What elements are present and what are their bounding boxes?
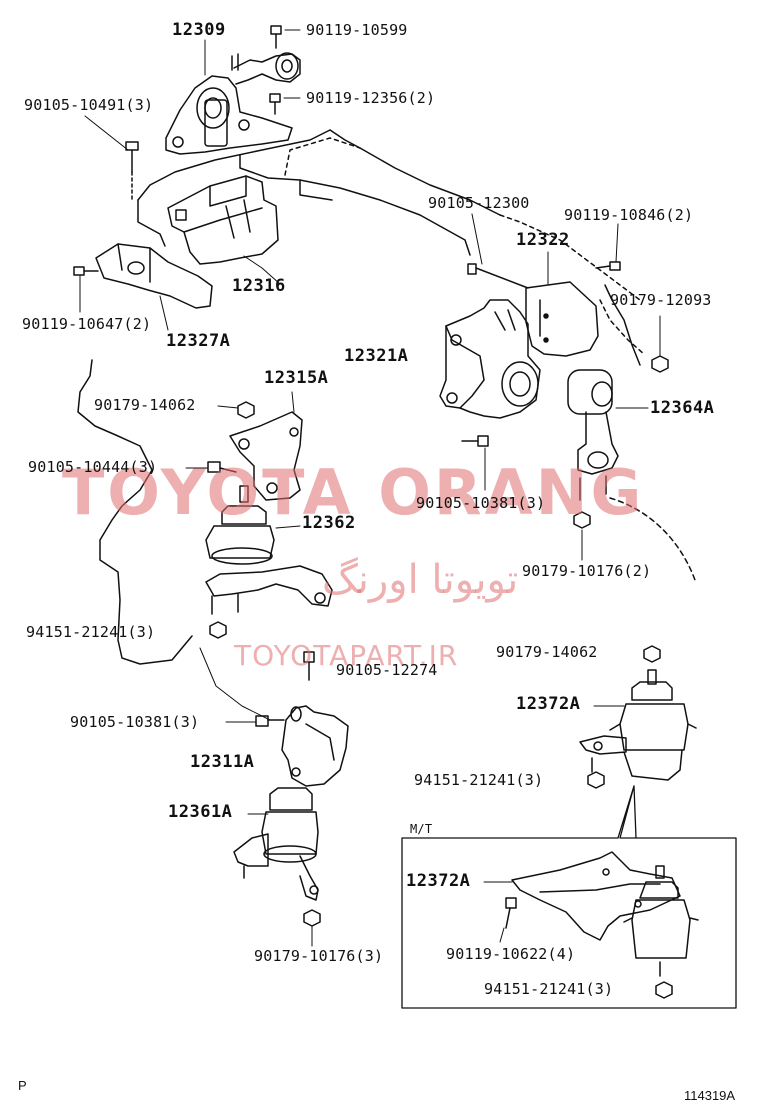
nut-90179-14062-right [643, 645, 661, 663]
watermark-persian: تويوتا اورنگ [322, 557, 519, 603]
nut-90179-12093 [651, 315, 669, 373]
label-12372A-inset: 12372A [406, 871, 471, 891]
label-12315A: 12315A [264, 368, 329, 388]
engine-left-outline [77, 359, 193, 665]
label-90119-10647: 90119-10647(2) [22, 315, 152, 333]
label-94151-21241-left: 94151-21241(3) [26, 623, 156, 641]
label-12362: 12362 [302, 513, 356, 533]
footer-figure-code: 114319A [684, 1088, 736, 1103]
bolt-90119-10622 [499, 897, 517, 943]
bolt-90105-10381-right [461, 435, 489, 491]
label-12316: 12316 [232, 276, 286, 296]
nut-94151-21241-inset [655, 981, 673, 999]
bolt-90119-10647 [73, 266, 99, 313]
bracket-12316 [167, 175, 281, 285]
label-90179-14062-left: 90179-14062 [94, 396, 196, 414]
bolt-90105-10491 [84, 115, 139, 201]
bracket-12321A [439, 299, 541, 419]
mount-12372A-inset [483, 851, 699, 977]
label-12364A: 12364A [650, 398, 715, 418]
mount-12309 [165, 52, 301, 155]
bracket-12315A [229, 391, 303, 501]
inset-mt-box [401, 785, 737, 1009]
label-90119-10599: 90119-10599 [306, 21, 408, 39]
nut-94151-21241-left [209, 621, 227, 639]
mount-12361A [233, 787, 319, 901]
label-90105-12300: 90105-12300 [428, 194, 530, 212]
label-90179-12093: 90179-12093 [610, 291, 712, 309]
label-90105-12274: 90105-12274 [336, 661, 438, 679]
label-90105-10381-left: 90105-10381(3) [70, 713, 200, 731]
footer-page-letter: P [18, 1078, 27, 1093]
bolt-90119-10599 [270, 25, 301, 49]
label-90119-12356: 90119-12356(2) [306, 89, 436, 107]
inset-title: M/T [410, 822, 433, 836]
mount-12372A-top [579, 669, 697, 781]
bracket-12311A [199, 647, 349, 787]
label-94151-21241-mid: 94151-21241(3) [414, 771, 544, 789]
label-12372A-top: 12372A [516, 694, 581, 714]
bolt-90105-10444 [185, 461, 237, 473]
label-12322: 12322 [516, 230, 570, 250]
bolt-90105-12274 [303, 651, 315, 681]
label-12327A: 12327A [166, 331, 231, 351]
bolt-90105-10381-left [225, 715, 285, 727]
label-90105-10491: 90105-10491(3) [24, 96, 154, 114]
bolt-90119-10846 [595, 223, 621, 271]
label-12361A: 12361A [168, 802, 233, 822]
label-12309: 12309 [172, 20, 226, 40]
label-90119-10846: 90119-10846(2) [564, 206, 694, 224]
nut-90179-10176-left [303, 909, 321, 947]
label-90119-10622: 90119-10622(4) [446, 945, 576, 963]
nut-90179-10176-right [573, 511, 591, 561]
label-90179-10176-left: 90179-10176(3) [254, 947, 384, 965]
nut-94151-21241-mid [587, 757, 605, 789]
plate-12322 [525, 251, 599, 357]
label-90179-14062-right: 90179-14062 [496, 643, 598, 661]
label-94151-21241-inset: 94151-21241(3) [484, 980, 614, 998]
bolt-90105-12300 [467, 213, 529, 289]
right-dashed-curve [609, 497, 696, 581]
watermark-url: TOYOTAPART.IR [234, 639, 459, 672]
bracket-12327A [95, 243, 213, 331]
label-90105-10381-right: 90105-10381(3) [416, 494, 546, 512]
engine-outline [137, 129, 646, 366]
label-90105-10444: 90105-10444(3) [28, 458, 158, 476]
rod-12364A [567, 369, 649, 501]
label-12311A: 12311A [190, 752, 255, 772]
label-12321A: 12321A [344, 346, 409, 366]
bolt-90119-12356 [269, 93, 301, 115]
label-90179-10176-right: 90179-10176(2) [522, 562, 652, 580]
mount-12362 [205, 485, 333, 615]
nut-90179-14062-left [217, 401, 255, 419]
watermark-brand: TOYOTA ORANG [62, 456, 645, 529]
